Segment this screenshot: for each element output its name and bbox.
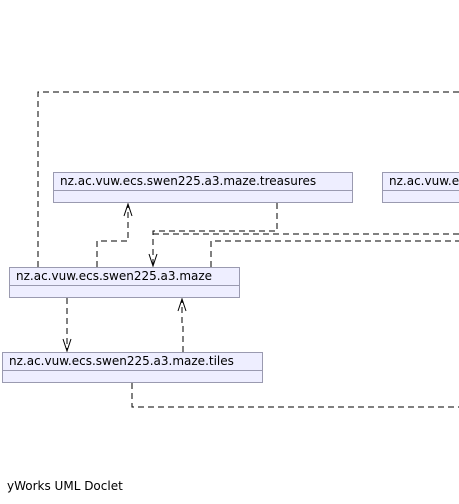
arrowhead-tiles [62, 338, 72, 353]
package-treasures-label: nz.ac.vuw.ecs.swen225.a3.maze.treasures [54, 173, 352, 191]
dependency-tiles-to-maze [181, 301, 184, 352]
package-treasures[interactable]: nz.ac.vuw.ecs.swen225.a3.maze.treasures [53, 172, 353, 203]
dependency-treasures-to-maze [152, 203, 278, 264]
dependency-tiles-to-other [131, 383, 459, 408]
arrowhead-maze-top [148, 253, 158, 268]
dependency-maze-to-other [37, 91, 459, 267]
dependency-maze-to-other-right [210, 240, 459, 267]
footer-credit: yWorks UML Doclet [7, 479, 123, 493]
dependency-maze-to-treasures [96, 206, 129, 267]
package-tiles[interactable]: nz.ac.vuw.ecs.swen225.a3.maze.tiles [2, 352, 263, 383]
arrowhead-treasures [123, 202, 133, 217]
package-maze-label: nz.ac.vuw.ecs.swen225.a3.maze [10, 268, 239, 286]
package-maze[interactable]: nz.ac.vuw.ecs.swen225.a3.maze [9, 267, 240, 298]
package-truncated-label: nz.ac.vuw.e [383, 173, 459, 191]
package-truncated[interactable]: nz.ac.vuw.e [382, 172, 459, 203]
package-tiles-label: nz.ac.vuw.ecs.swen225.a3.maze.tiles [3, 353, 262, 371]
arrowhead-maze-bottom [177, 297, 187, 312]
